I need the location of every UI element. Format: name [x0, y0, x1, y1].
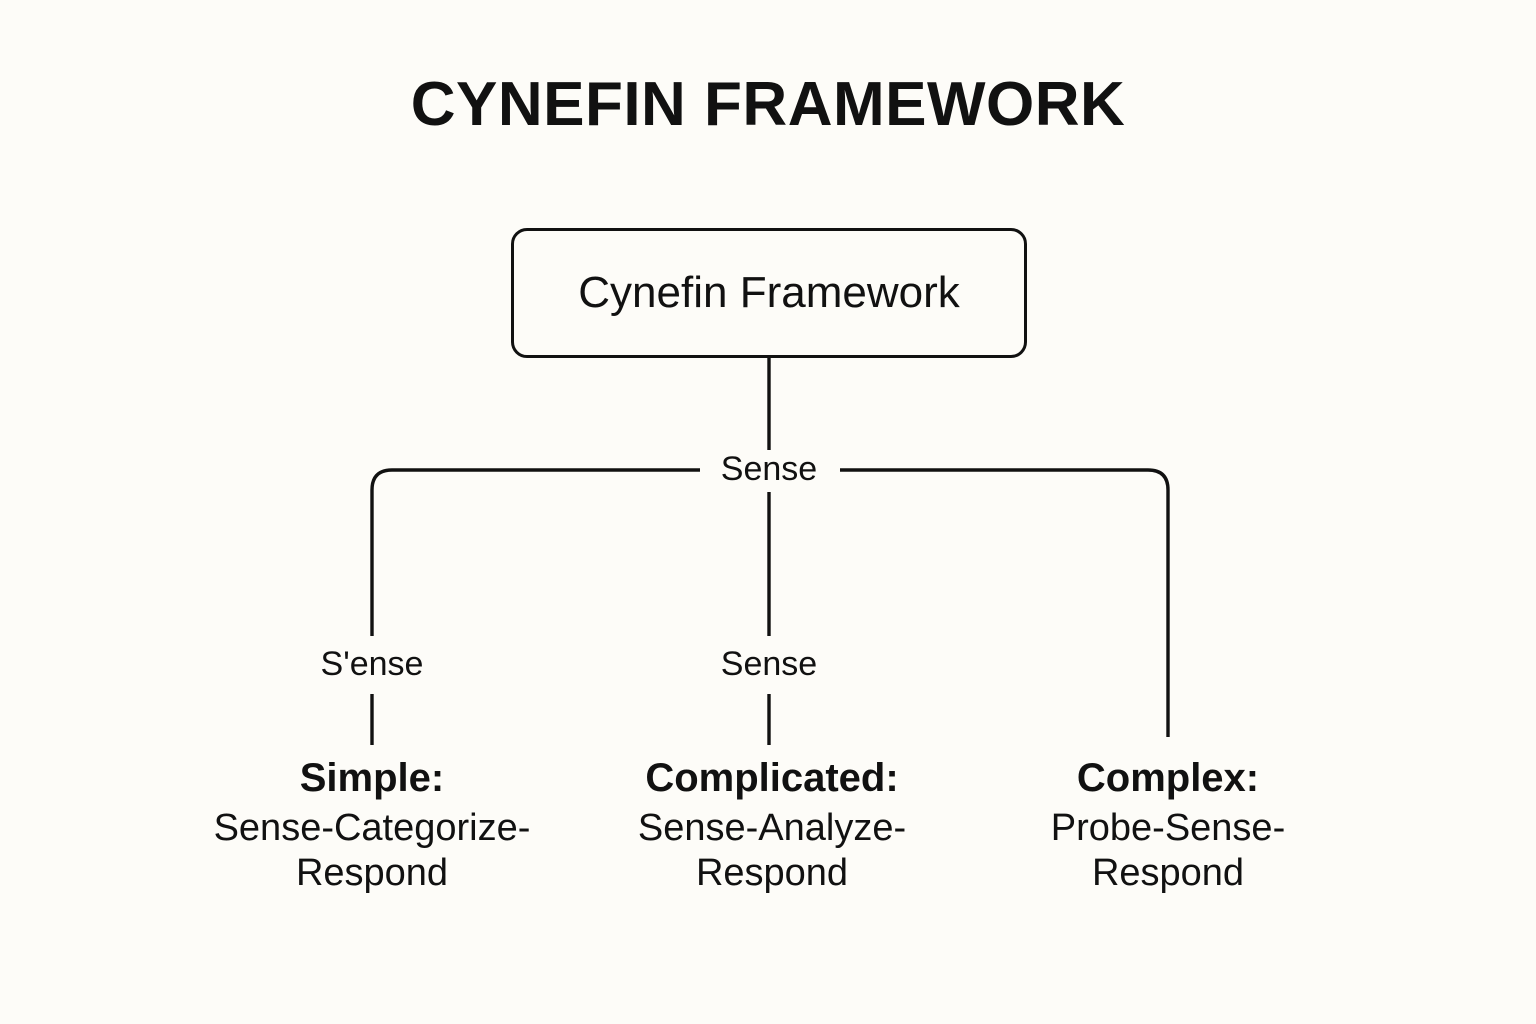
- page-title: CYNEFIN FRAMEWORK: [410, 70, 1126, 139]
- leaf-title-complicated: Complicated:: [645, 756, 899, 800]
- leaf-title-simple: Simple:: [299, 756, 445, 800]
- leaf-description-complicated-line1: Sense-Analyze-: [637, 807, 907, 850]
- root-node-label: Cynefin Framework: [578, 268, 960, 317]
- leaf-description-complex-line1: Probe-Sense-: [1050, 807, 1286, 850]
- leaf-description-complicated: Sense-Analyze-Respond: [562, 806, 982, 896]
- leaf-node-complicated[interactable]: Complicated: Sense-Analyze-Respond: [562, 755, 982, 896]
- leaf-description-simple-line2: Respond: [295, 852, 449, 895]
- edge-label-complicated: Sense: [706, 645, 832, 684]
- leaf-description-simple-line1: Sense-Categorize-: [213, 807, 531, 850]
- edge-label-simple: S'ense: [306, 645, 438, 684]
- leaf-description-complex: Probe-Sense-Respond: [958, 806, 1378, 896]
- leaf-node-simple[interactable]: Simple: Sense-Categorize-Respond: [162, 755, 582, 896]
- leaf-description-complex-line2: Respond: [1091, 852, 1245, 895]
- root-node[interactable]: Cynefin Framework: [511, 228, 1027, 358]
- edge-label-root: Sense: [706, 450, 832, 489]
- connector-bus-left: [370, 468, 700, 514]
- leaf-description-simple: Sense-Categorize-Respond: [162, 806, 582, 896]
- connector-bus-right: [840, 468, 1170, 514]
- leaf-node-complex[interactable]: Complex: Probe-Sense-Respond: [958, 755, 1378, 896]
- leaf-description-complicated-line2: Respond: [695, 852, 849, 895]
- leaf-title-complex: Complex:: [1076, 756, 1260, 800]
